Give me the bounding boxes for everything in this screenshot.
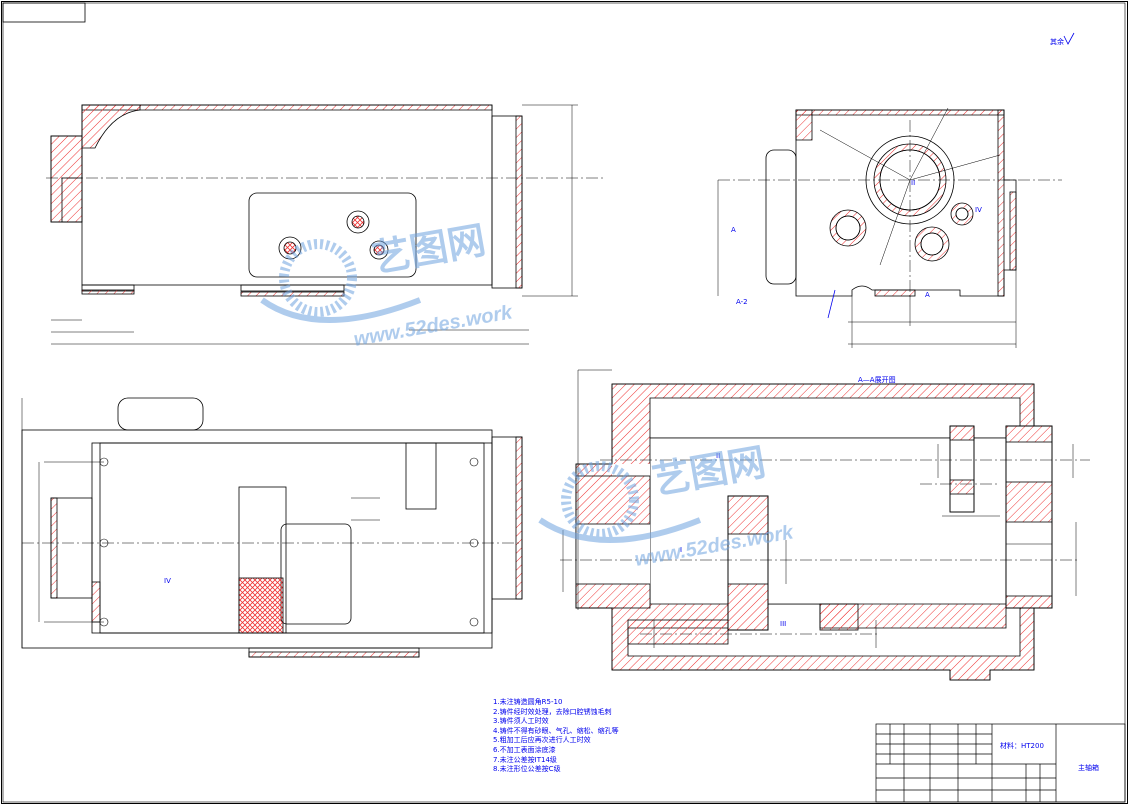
material-label: 材料：HT200 — [1000, 741, 1044, 750]
watermark-brand-top: 艺图网 — [369, 220, 489, 281]
note-line: 1.未注铸造圆角R5-10 — [493, 698, 563, 706]
note-line: 5.粗加工后应再次进行人工时效 — [493, 736, 591, 745]
note-line: 3.铸件须人工时效 — [493, 717, 549, 726]
roughness-symbol: 其余 — [1050, 32, 1075, 46]
section-centerlines — [560, 369, 1090, 648]
roman-mark-ii-side: II — [911, 179, 915, 187]
section-view — [575, 383, 1053, 681]
roman-mark-i: I — [680, 546, 682, 554]
note-line: 7.未注公差按IT14级 — [493, 755, 557, 764]
part-name: 主轴箱 — [1078, 763, 1099, 772]
title-block — [875, 723, 1126, 803]
section-markers: A A A-2 IV II — [731, 179, 982, 306]
watermark-site-top: www.52des.work — [352, 301, 515, 351]
top-view — [21, 397, 523, 658]
roman-mark-iii: III — [780, 620, 786, 628]
note-line: 2.铸件经时效处理，去除口腔锈蚀毛刺 — [493, 707, 612, 716]
roman-mark-iv-side: IV — [975, 206, 982, 214]
note-line: 4.铸件不得有砂眼、气孔、缩松、缩孔等 — [493, 726, 619, 735]
front-view — [46, 104, 605, 345]
top-view-holes — [99, 457, 479, 627]
roman-mark-ii: II — [716, 452, 720, 460]
side-view — [717, 107, 1062, 348]
section-mark-a-left: A — [731, 226, 736, 234]
section-title: A—A展开图 — [858, 376, 896, 384]
note-line: 8.未注形位公差按C级 — [493, 765, 561, 774]
roman-mark-iv-top: IV — [164, 577, 171, 585]
note-line: 6.不加工表面涂底漆 — [493, 745, 556, 754]
section-labels: A—A展开图 II I III — [680, 376, 896, 628]
section-mark-a-bottom: A — [925, 291, 930, 299]
roughness-note: 其余 — [1050, 37, 1064, 46]
section-mark-a-rot: A-2 — [736, 298, 748, 306]
technical-notes: 1.未注铸造圆角R5-10 2.铸件经时效处理，去除口腔锈蚀毛刺 3.铸件须人工… — [493, 698, 619, 775]
